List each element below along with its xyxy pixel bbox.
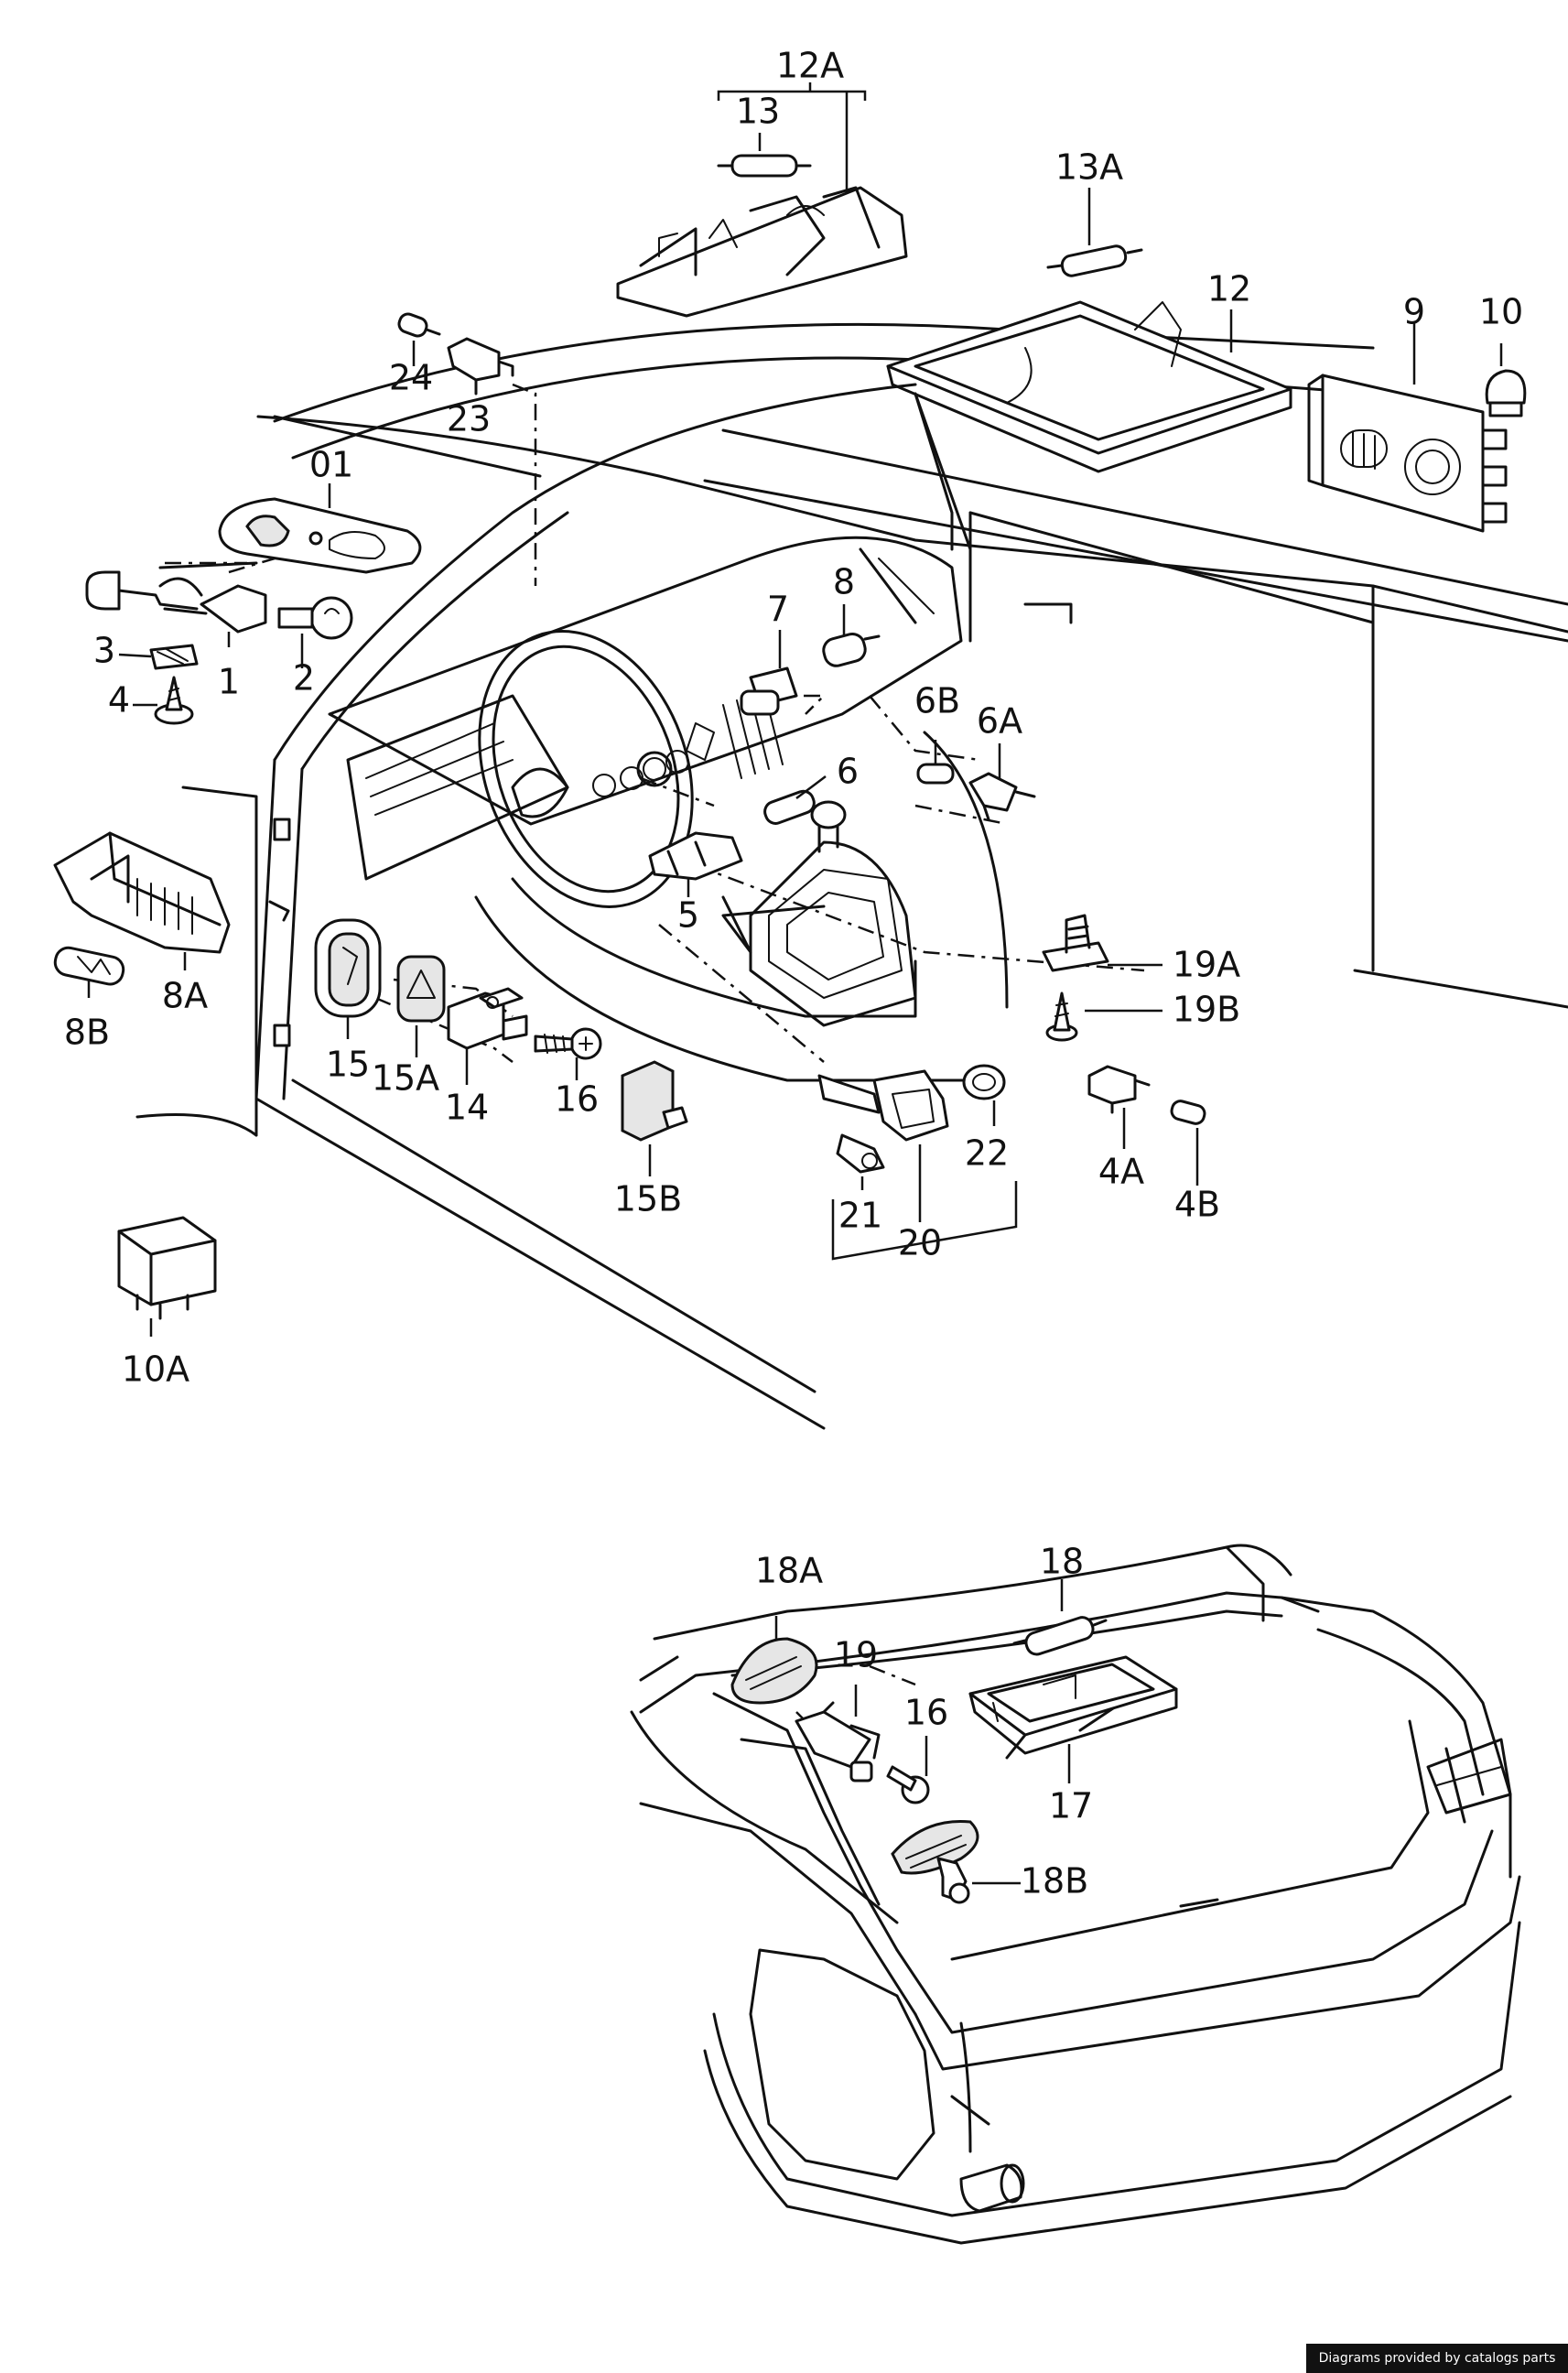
- label-6: 6: [837, 752, 859, 792]
- label-2: 2: [293, 658, 315, 699]
- part-13A-festoon-bulb[interactable]: [1046, 244, 1143, 277]
- label-15A: 15A: [372, 1058, 439, 1099]
- part-10A-relay[interactable]: [117, 1216, 217, 1320]
- part-14-switch[interactable]: [447, 987, 528, 1050]
- label-1: 1: [218, 662, 240, 702]
- label-10A: 10A: [122, 1349, 189, 1390]
- part-20-key[interactable]: [817, 1069, 949, 1142]
- label-18: 18: [1040, 1542, 1084, 1582]
- part-1-lamp-housing[interactable]: [85, 561, 267, 634]
- part-15A-cover[interactable]: [396, 955, 446, 1023]
- trunk-guide-lines: [795, 1664, 916, 1740]
- part-2-bulb[interactable]: [277, 596, 353, 640]
- label-01: 01: [309, 445, 353, 485]
- interior-body-outline: [135, 322, 1568, 1430]
- label-16-trunk: 16: [904, 1693, 948, 1733]
- label-15B: 15B: [614, 1179, 682, 1219]
- label-12: 12: [1207, 269, 1251, 309]
- part-5-bulb-holder[interactable]: [648, 831, 743, 881]
- part-4-screw[interactable]: [154, 676, 194, 725]
- part-13-festoon-bulb[interactable]: [717, 154, 812, 178]
- part-01-lamp-lens[interactable]: [218, 497, 422, 574]
- label-19B: 19B: [1173, 990, 1240, 1030]
- part-12A-interior-light[interactable]: [616, 186, 908, 318]
- label-24: 24: [389, 358, 433, 398]
- part-3-clip[interactable]: [149, 644, 199, 670]
- label-22: 22: [965, 1133, 1009, 1174]
- label-13: 13: [736, 92, 780, 132]
- label-7: 7: [767, 590, 789, 630]
- label-18B: 18B: [1021, 1861, 1088, 1902]
- part-24-wedge-bulb[interactable]: [396, 311, 441, 338]
- label-21: 21: [838, 1196, 882, 1236]
- label-3: 3: [93, 631, 115, 671]
- label-8B: 8B: [64, 1013, 110, 1053]
- label-4B: 4B: [1174, 1185, 1220, 1225]
- label-6A: 6A: [977, 701, 1022, 742]
- credit-banner: Diagrams provided by catalogs parts: [1306, 2344, 1568, 2373]
- part-18A-pad[interactable]: [730, 1637, 818, 1705]
- label-19A: 19A: [1173, 945, 1240, 985]
- label-19: 19: [834, 1635, 878, 1675]
- label-10: 10: [1479, 292, 1523, 332]
- part-6-bulb[interactable]: [762, 788, 817, 826]
- label-20: 20: [898, 1223, 942, 1263]
- part-9-switch-panel[interactable]: [1307, 374, 1508, 533]
- part-19B-screw[interactable]: [1045, 991, 1078, 1042]
- part-23-bulb-holder[interactable]: [447, 337, 514, 396]
- part-8B-bulb[interactable]: [53, 946, 126, 987]
- label-4A: 4A: [1098, 1152, 1144, 1192]
- part-10-bulb[interactable]: [1485, 369, 1527, 417]
- part-18B-pad[interactable]: [891, 1819, 979, 1904]
- label-15: 15: [326, 1045, 370, 1085]
- part-6A-bulb-holder[interactable]: [968, 772, 1036, 821]
- part-8-bulb[interactable]: [821, 632, 881, 669]
- part-4B-bulb[interactable]: [1170, 1100, 1206, 1126]
- label-17: 17: [1049, 1786, 1093, 1826]
- part-19-trunk-switch[interactable]: [795, 1701, 881, 1782]
- leader-lines: [87, 82, 1503, 1885]
- part-8A-switch[interactable]: [53, 831, 231, 954]
- label-6B: 6B: [914, 681, 960, 721]
- label-12A: 12A: [776, 46, 844, 86]
- part-16-screw[interactable]: [534, 1027, 602, 1060]
- door-frame: [268, 818, 291, 1047]
- part-19A-bracket[interactable]: [1042, 914, 1109, 972]
- label-23: 23: [447, 399, 491, 439]
- part-6B-bulb[interactable]: [916, 763, 955, 785]
- label-8A: 8A: [162, 976, 208, 1016]
- part-18-festoon-bulb[interactable]: [1012, 1615, 1108, 1657]
- part-15-door-switch[interactable]: [314, 918, 382, 1018]
- label-4: 4: [108, 680, 130, 721]
- label-16: 16: [555, 1079, 599, 1120]
- label-8: 8: [833, 562, 855, 602]
- part-4A-bulb-holder[interactable]: [1087, 1065, 1151, 1114]
- part-17-trunk-lamp[interactable]: [968, 1655, 1178, 1755]
- label-13A: 13A: [1055, 147, 1123, 188]
- part-12-lamp-frame[interactable]: [886, 300, 1292, 473]
- part-22-grommet[interactable]: [962, 1064, 1006, 1100]
- label-18A: 18A: [755, 1551, 823, 1591]
- label-9: 9: [1403, 292, 1425, 332]
- part-7-bulb-holder[interactable]: [740, 666, 798, 716]
- part-16-trunk-screw[interactable]: [886, 1765, 930, 1804]
- part-15B-cover[interactable]: [621, 1060, 688, 1142]
- label-14: 14: [445, 1088, 489, 1128]
- part-21-bulb[interactable]: [836, 1133, 885, 1174]
- callout-labels: 12A 13 13A 12 9 10 24 23 01 1 2 3 4 7 8 …: [64, 46, 1523, 1902]
- label-5: 5: [677, 895, 699, 936]
